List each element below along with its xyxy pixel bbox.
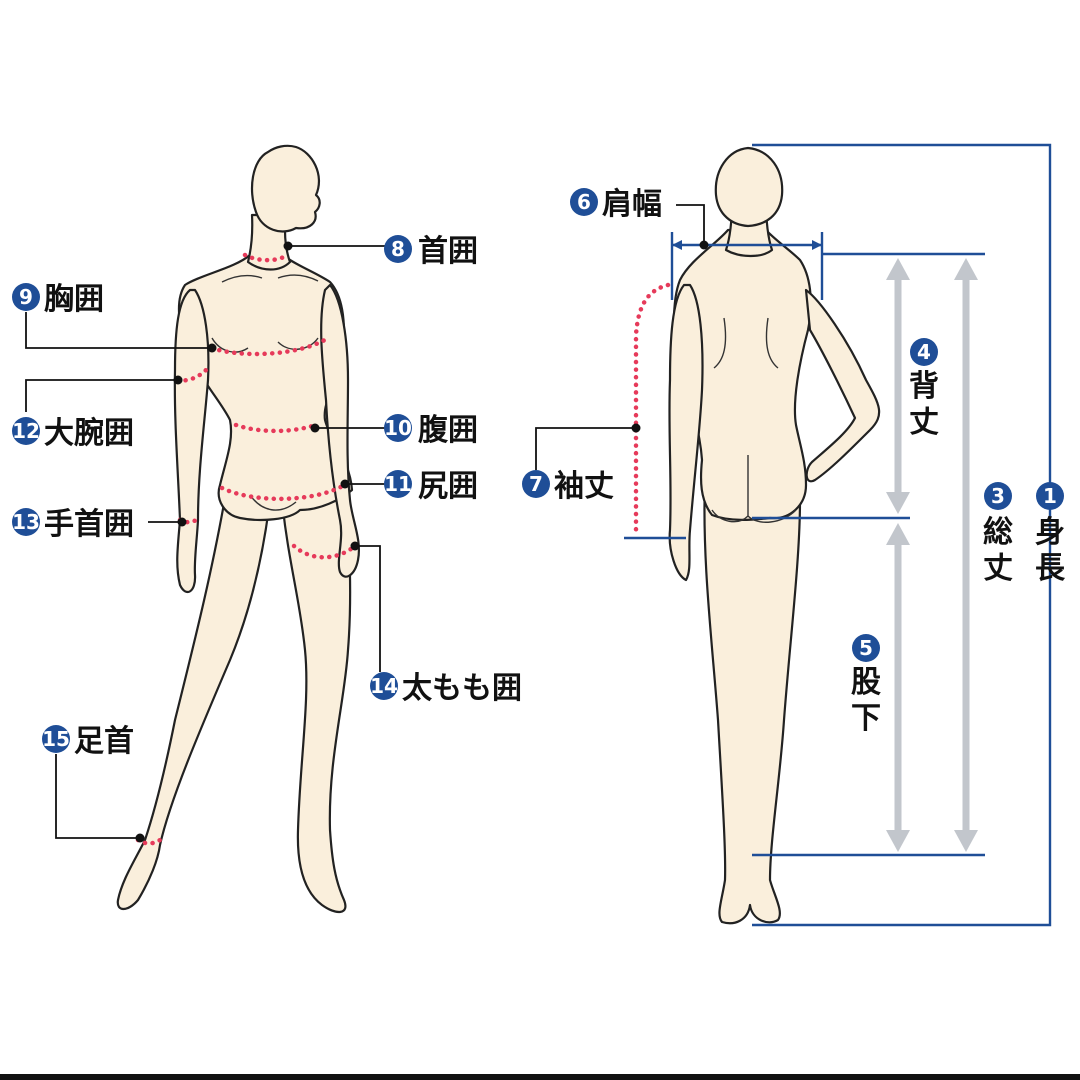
back-figure	[668, 146, 881, 925]
label-4: 4 背 丈	[909, 338, 939, 440]
svg-text:背: 背	[909, 369, 939, 404]
svg-text:足首: 足首	[74, 724, 134, 759]
label-5: 5 股 下	[851, 634, 881, 736]
label-6: 6 肩幅	[570, 187, 662, 222]
svg-text:尻囲: 尻囲	[418, 469, 478, 504]
svg-text:肩幅: 肩幅	[602, 187, 662, 222]
front-right-arm	[320, 283, 360, 578]
svg-text:胸囲: 胸囲	[44, 282, 104, 317]
label-3: 3 総 丈	[983, 482, 1013, 586]
svg-text:大腕囲: 大腕囲	[44, 416, 134, 451]
label-8: 8 首囲	[384, 234, 478, 269]
thigh-circumference-dots	[291, 543, 358, 560]
svg-text:太もも囲: 太もも囲	[402, 671, 522, 706]
svg-text:股: 股	[851, 665, 881, 700]
label-11: 11 尻囲	[384, 469, 478, 504]
svg-text:腹囲: 腹囲	[418, 413, 478, 448]
svg-text:10: 10	[384, 416, 412, 440]
svg-text:15: 15	[42, 727, 70, 751]
svg-text:長: 長	[1035, 551, 1066, 586]
svg-text:丈: 丈	[909, 405, 939, 440]
svg-text:4: 4	[917, 340, 931, 364]
svg-text:下: 下	[851, 701, 881, 736]
svg-text:3: 3	[991, 484, 1005, 508]
shoulder-width-bar	[670, 204, 824, 300]
hip-circumference-dots	[219, 481, 349, 502]
svg-text:1: 1	[1043, 484, 1057, 508]
label-15: 15 足首	[42, 724, 134, 759]
svg-text:14: 14	[370, 674, 398, 698]
back-shoulder-blades	[713, 317, 779, 369]
neck-circumference-dots	[242, 251, 291, 263]
svg-text:8: 8	[391, 237, 405, 261]
back-left-arm	[668, 283, 704, 582]
label-7: 7 袖丈	[522, 469, 614, 504]
sleeve-leader	[535, 427, 636, 470]
svg-text:首囲: 首囲	[418, 234, 478, 269]
front-hip-crease	[249, 494, 297, 511]
height-bracket	[752, 143, 1052, 927]
label-10: 10 腹囲	[384, 413, 478, 448]
back-legs	[703, 478, 802, 925]
svg-text:総: 総	[983, 515, 1013, 550]
label-14: 14 太もも囲	[370, 671, 522, 706]
front-figure	[116, 144, 360, 913]
grey-arrows	[886, 258, 978, 852]
svg-text:袖丈: 袖丈	[554, 469, 614, 504]
front-head	[250, 144, 321, 233]
front-leader-lines	[25, 245, 385, 839]
front-leader-dots	[135, 241, 360, 843]
chest-circumference-dots	[209, 335, 331, 357]
svg-text:12: 12	[12, 419, 40, 443]
svg-text:7: 7	[529, 472, 543, 496]
front-left-leg	[116, 478, 272, 911]
svg-text:9: 9	[19, 285, 33, 309]
label-9: 9 胸囲	[12, 282, 104, 317]
svg-text:13: 13	[12, 510, 40, 534]
bottom-border	[0, 1074, 1080, 1080]
svg-text:身: 身	[1035, 515, 1065, 550]
front-collarbones	[221, 274, 319, 283]
front-right-leg	[280, 488, 352, 913]
label-12: 12 大腕囲	[12, 416, 134, 451]
sleeve-length-dots	[633, 282, 671, 538]
svg-text:5: 5	[859, 636, 873, 660]
label-13: 13 手首囲	[12, 507, 134, 542]
label-1: 1 身 長	[1035, 482, 1066, 586]
front-left-arm	[173, 288, 210, 594]
svg-text:手首囲: 手首囲	[44, 507, 134, 542]
svg-text:6: 6	[577, 190, 591, 214]
back-head	[714, 146, 784, 228]
svg-text:11: 11	[384, 472, 412, 496]
back-right-arm	[804, 288, 881, 483]
svg-text:丈: 丈	[983, 551, 1013, 586]
